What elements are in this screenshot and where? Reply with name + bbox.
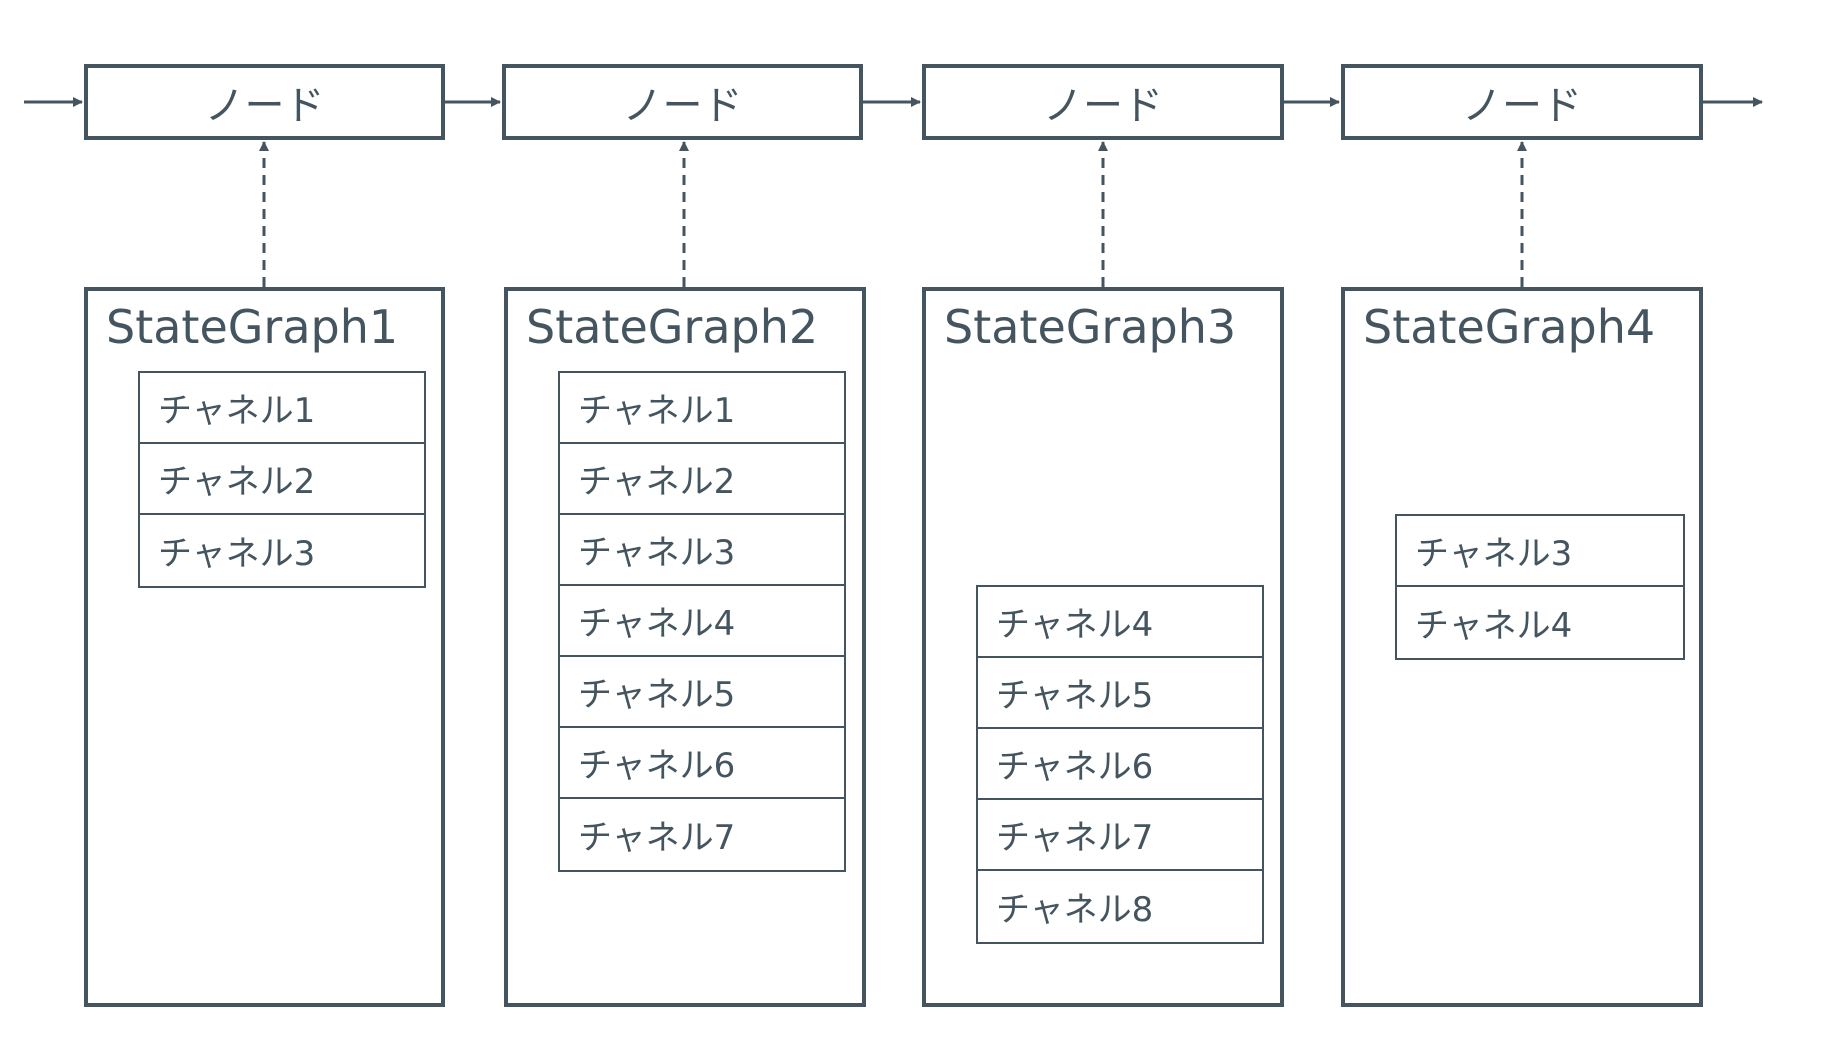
channel-item: チャネル4: [978, 587, 1262, 658]
channel-item: チャネル2: [140, 444, 424, 515]
channel-item: チャネル3: [158, 534, 316, 574]
channel-list: チャネル3 チャネル4: [1395, 514, 1685, 660]
channel-list: チャネル1 チャネル2 チャネル3 チャネル4 チャネル5 チャネル6 チャネル…: [558, 371, 846, 872]
state-graph-title: StateGraph4: [1363, 300, 1656, 354]
channel-item: チャネル6: [978, 729, 1262, 800]
node-label: ノード: [622, 83, 743, 129]
channel-list: チャネル4 チャネル5 チャネル6 チャネル7 チャネル8: [976, 585, 1264, 944]
state-graph-4: StateGraph4 チャネル3 チャネル4: [1341, 287, 1703, 1007]
channel-item: チャネル2: [560, 444, 844, 515]
channel-list: チャネル1 チャネル2 チャネル3: [138, 371, 426, 588]
channel-item: チャネル5: [560, 657, 844, 728]
node-label: ノード: [1043, 83, 1163, 129]
state-graph-title: StateGraph3: [944, 300, 1237, 354]
channel-item: チャネル5: [978, 658, 1262, 729]
channel-item: チャネル4: [1415, 606, 1573, 646]
channel-item: チャネル3: [1397, 516, 1683, 587]
channel-item: チャネル4: [560, 586, 844, 657]
channel-item: チャネル1: [560, 373, 844, 444]
state-graph-title: StateGraph2: [526, 300, 819, 354]
channel-item: チャネル3: [560, 515, 844, 586]
node-label: ノード: [1462, 83, 1582, 129]
channel-item: チャネル6: [560, 728, 844, 799]
node-4: ノード: [1341, 64, 1703, 140]
state-graph-3: StateGraph3 チャネル4 チャネル5 チャネル6 チャネル7 チャネル…: [922, 287, 1284, 1007]
channel-item: チャネル7: [978, 800, 1262, 871]
state-graph-title: StateGraph1: [106, 300, 399, 354]
channel-item: チャネル8: [996, 890, 1154, 930]
channel-item: チャネル7: [578, 818, 736, 858]
node-1: ノード: [84, 64, 445, 140]
channel-item: チャネル1: [140, 373, 424, 444]
node-label: ノード: [204, 83, 325, 129]
state-graph-2: StateGraph2 チャネル1 チャネル2 チャネル3 チャネル4 チャネル…: [504, 287, 866, 1007]
node-3: ノード: [922, 64, 1284, 140]
node-2: ノード: [502, 64, 863, 140]
state-graph-1: StateGraph1 チャネル1 チャネル2 チャネル3: [84, 287, 445, 1007]
